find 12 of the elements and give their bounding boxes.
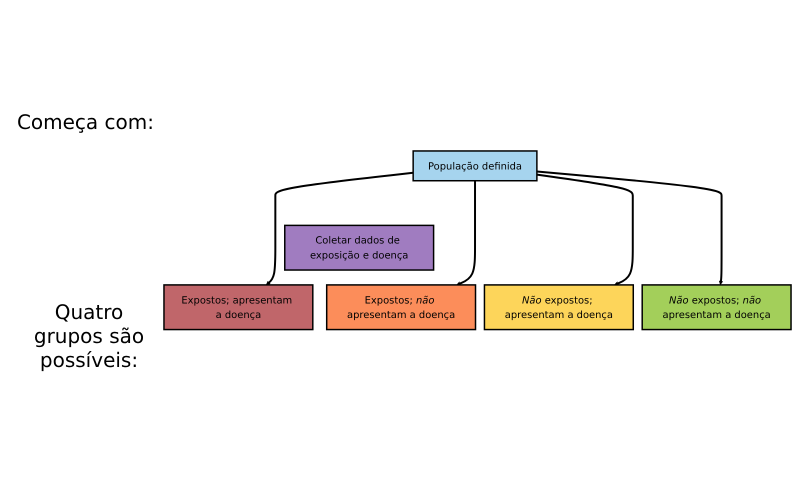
node-box: Expostos; apresentam a doença [163,284,314,331]
arrow [536,170,724,286]
node-box: Não expostos; não apresentam a doença [641,284,792,331]
node-box: Coletar dados de exposição e doença [284,224,434,271]
arrow [536,174,634,286]
node-box: Não expostos; apresentam a doença [484,284,634,331]
arrow [456,180,476,286]
node-box: Expostos; não apresentam a doença [326,284,476,331]
side-caption: Começa com: [16,110,154,134]
side-caption: Quatro grupos são possíveis: [32,300,146,372]
arrow [266,172,414,286]
node-box: População definida [412,150,538,182]
